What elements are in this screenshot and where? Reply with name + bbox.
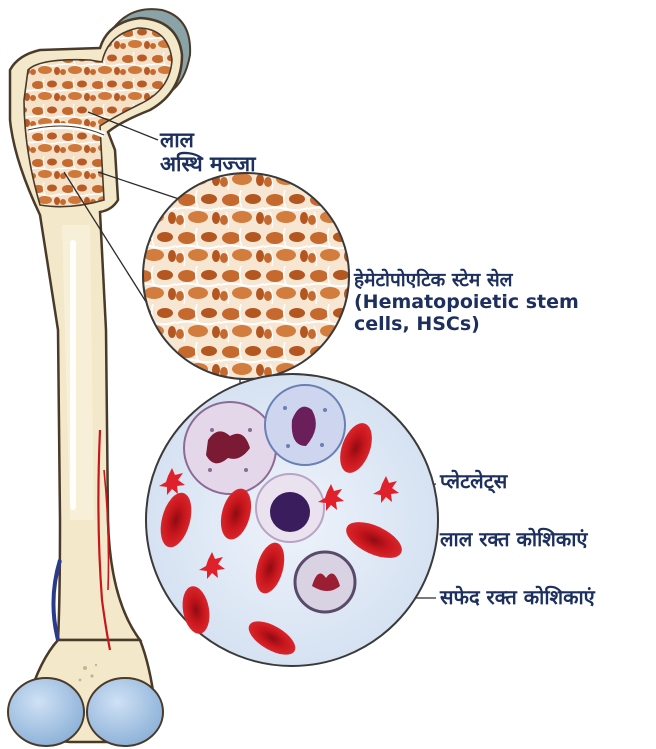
white-blood-cell [295, 552, 355, 612]
femur-bone [8, 9, 190, 746]
hsc-label: हेमेटोपोएटिक स्टेम सेल (Hematopoietic st… [354, 270, 579, 336]
red-bone-marrow-label-line1: लाल [160, 128, 256, 152]
white-blood-cell [265, 385, 345, 465]
marrow-zoom-circle [143, 173, 349, 379]
white-blood-cells-label: सफेद रक्त कोशिकाएं [440, 586, 595, 609]
white-blood-cell [256, 474, 324, 542]
red-bone-marrow-label: लाल अस्थि मज्जा [160, 128, 256, 176]
hsc-label-line3: cells, HSCs) [354, 314, 579, 336]
white-blood-cell [184, 402, 276, 494]
red-bone-marrow-label-line2: अस्थि मज्जा [160, 152, 256, 176]
hsc-label-line1: हेमेटोपोएटिक स्टेम सेल [354, 270, 579, 292]
red-blood-cells-label: लाल रक्त कोशिकाएं [440, 528, 587, 551]
blood-cells-circle [146, 374, 438, 666]
platelets-label: प्लेटलेट्स [440, 470, 507, 493]
hsc-label-line2: (Hematopoietic stem [354, 292, 579, 314]
